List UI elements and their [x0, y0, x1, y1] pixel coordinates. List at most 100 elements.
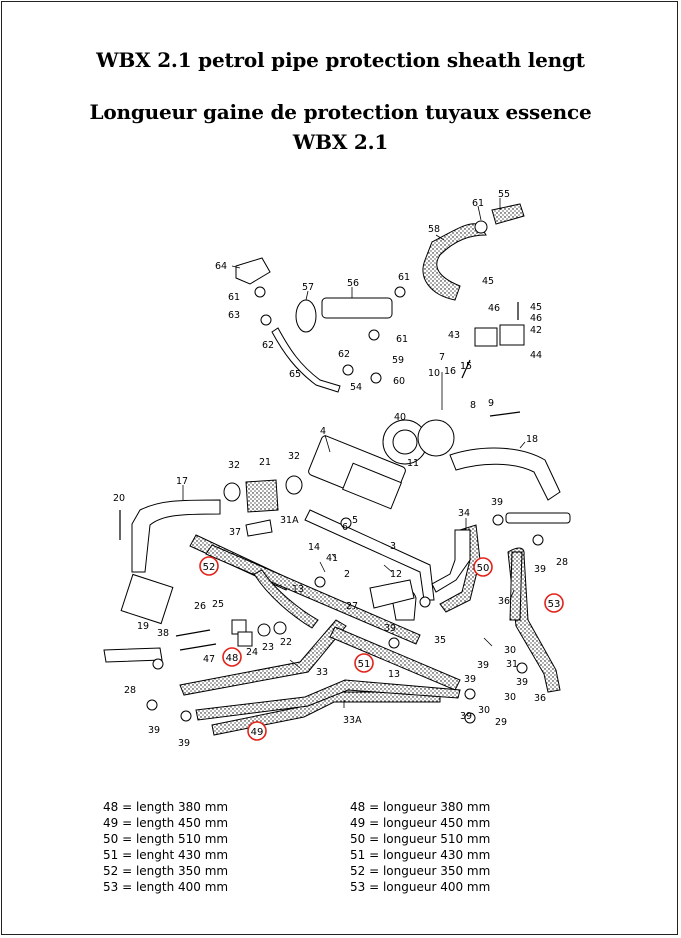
callout-49: 49 [247, 721, 267, 741]
part-label: 3 [390, 541, 396, 552]
part-label: 18 [526, 434, 538, 445]
pipe-17 [131, 499, 221, 573]
svg-text:51: 51 [358, 659, 371, 670]
part-label: 6 [342, 522, 348, 533]
part-label: 61 [398, 272, 410, 283]
hose-55 [491, 203, 525, 225]
part-label: 5 [352, 515, 358, 526]
title-english: WBX 2.1 petrol pipe protection sheath le… [96, 48, 585, 72]
svg-text:52: 52 [203, 562, 216, 573]
part-label: 28 [124, 685, 136, 696]
part-label: 46 [530, 313, 542, 324]
part-label: 45 [530, 302, 542, 313]
part-label: 34 [458, 508, 470, 519]
clamps [146, 220, 544, 724]
legend-french: 48 = longueur 380 mm 49 = longueur 450 m… [350, 799, 490, 895]
part-label: 61 [396, 334, 408, 345]
part-label: 56 [347, 278, 359, 289]
part-label: 10 [428, 368, 440, 379]
sensor-57 [295, 299, 317, 333]
part-label: 36 [534, 693, 546, 704]
legend-english: 48 = length 380 mm 49 = length 450 mm 50… [103, 799, 228, 895]
hose-21 [245, 479, 279, 513]
throttle-body [417, 419, 455, 457]
legend-item: 50 = length 510 mm [103, 832, 229, 846]
part-label: 61 [472, 198, 484, 209]
part-label: 39 [464, 674, 476, 685]
part-label: 13 [292, 584, 304, 595]
part-label: 25 [212, 599, 224, 610]
part-label: 35 [434, 635, 446, 646]
part-label: 59 [392, 355, 404, 366]
svg-text:50: 50 [477, 563, 490, 574]
hose-36 [509, 551, 523, 621]
part-label: 28 [556, 557, 568, 568]
hose-33A [195, 679, 461, 721]
regulator-64 [235, 257, 271, 285]
callout-48: 48 [222, 647, 242, 667]
part-label: 45 [482, 276, 494, 287]
svg-text:48: 48 [226, 653, 239, 664]
sheathed-hoses [179, 203, 561, 736]
part-label: 20 [113, 493, 125, 504]
part-label: 7 [439, 352, 445, 363]
hose-58 [422, 223, 487, 301]
legend-item: 49 = length 450 mm [103, 816, 229, 830]
legend-item: 50 = longueur 510 mm [350, 832, 491, 846]
legend-item: 48 = longueur 380 mm [350, 800, 491, 814]
bracket-43 [474, 327, 498, 347]
part-label: 30 [478, 705, 490, 716]
part-label: 14 [308, 542, 320, 553]
part-label: 36 [498, 596, 510, 607]
title-french-line1: Longueur gaine de protection tuyaux esse… [89, 100, 592, 124]
pipe-3 [304, 509, 435, 601]
components [120, 257, 571, 647]
part-label: 39 [384, 623, 396, 634]
hose-upper-long [205, 544, 421, 645]
part-label: 32 [228, 460, 240, 471]
part-label: 22 [280, 637, 292, 648]
part-label: 21 [259, 457, 271, 468]
fitting-24 [237, 631, 253, 647]
valve-56 [321, 297, 393, 319]
part-label: 17 [176, 476, 188, 487]
part-label: 62 [338, 349, 350, 360]
legend-item: 53 = longueur 400 mm [350, 880, 491, 894]
hose-curve-mid [253, 569, 319, 629]
part-label: 58 [428, 224, 440, 235]
part-label: 23 [262, 642, 274, 653]
part-label: 41 [326, 553, 338, 564]
part-label: 43 [448, 330, 460, 341]
ring-23 [257, 623, 271, 637]
part-labels: 55 61 58 64 61 63 62 57 56 61 45 46 45 4… [113, 189, 568, 749]
part-label: 37 [229, 527, 241, 538]
part-label: 39 [491, 497, 503, 508]
legend-item: 52 = longueur 350 mm [350, 864, 491, 878]
part-label: 30 [504, 645, 516, 656]
exploded-parts-diagram: 55 61 58 64 61 63 62 57 56 61 45 46 45 4… [103, 189, 571, 749]
part-label: 38 [157, 628, 169, 639]
pipe-65 [271, 327, 341, 393]
part-label: 11 [407, 458, 419, 469]
legend-item: 48 = length 380 mm [103, 800, 229, 814]
part-label: 15 [460, 361, 472, 372]
hose-end-32 [223, 482, 241, 502]
part-label: 24 [246, 647, 258, 658]
flange-19 [120, 573, 174, 625]
part-label: 9 [488, 398, 494, 409]
part-label: 61 [228, 292, 240, 303]
part-label: 57 [302, 282, 314, 293]
callout-50: 50 [473, 557, 493, 577]
part-label: 40 [394, 412, 406, 423]
ring-22 [273, 621, 287, 635]
part-label: 4 [320, 426, 326, 437]
part-label: 64 [215, 261, 227, 272]
legend-item: 53 = length 400 mm [103, 880, 229, 894]
part-label: 47 [203, 654, 215, 665]
part-label: 31 [506, 659, 518, 670]
part-label: 2 [344, 569, 350, 580]
part-label: 33A [343, 715, 362, 726]
part-label: 54 [350, 382, 362, 393]
part-label: 29 [495, 717, 507, 728]
